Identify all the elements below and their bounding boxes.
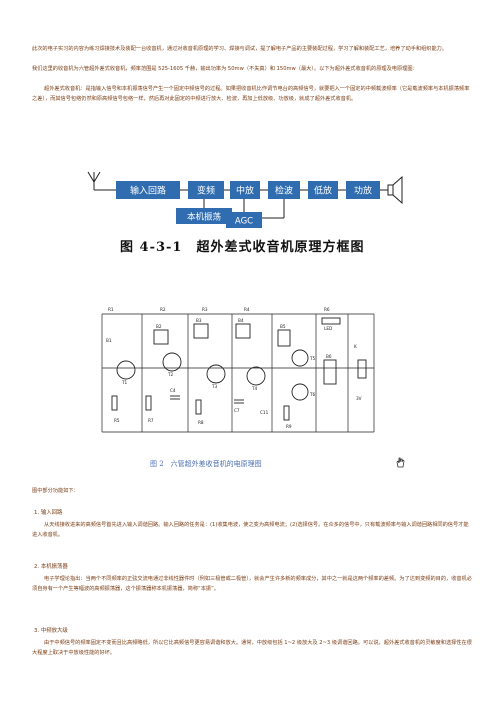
intro-paragraph-2: 我们这里的收音机为六管超外差式收音机，频率范围是 525-1605 千赫，输出功… xyxy=(32,66,418,72)
transistor-v1 xyxy=(116,360,136,380)
block-power-amp-label: 功放 xyxy=(354,185,372,197)
section-1-title: 1. 输入回路 xyxy=(34,510,63,516)
section-3-title: 3. 中频放大级 xyxy=(34,628,68,634)
label-r4: R4 xyxy=(244,307,250,312)
block-diagram-caption: 图 4-3-1 超外差式收音机原理方框图 xyxy=(120,240,365,255)
label-battery: 3V xyxy=(356,396,362,401)
block-power-amp: 功放 xyxy=(346,181,380,199)
label-b3: B3 xyxy=(196,318,202,323)
label-b2: B2 xyxy=(156,324,162,329)
block-if-amp-label: 中放 xyxy=(236,185,254,197)
label-r3: R3 xyxy=(202,307,208,312)
transformer-b5 xyxy=(277,329,291,347)
resistor-r3 xyxy=(195,399,202,415)
block-local-osc-label: 本机振荡 xyxy=(187,212,222,223)
label-c7: C7 xyxy=(234,408,240,413)
label-c4: C4 xyxy=(170,388,176,393)
label-b5: B5 xyxy=(280,324,286,329)
section-2-text: 电子学理论指出：当两个不同频率的正弦交流电通过非线性器件时（例如三极管或二极管）… xyxy=(32,576,472,592)
label-t1: T1 xyxy=(121,380,128,385)
label-r5: R5 xyxy=(114,418,120,423)
label-t3: T3 xyxy=(211,384,218,389)
parts-intro: 图中部分功能如下： xyxy=(32,488,79,494)
label-t5: T5 xyxy=(309,356,316,361)
speaker-icon xyxy=(357,359,367,379)
block-agc-label: AGC xyxy=(235,217,253,227)
section-3-text: 由于中频信号的频率固定不变而且比高频略低，所以它比高频信号更容易调谐和放大。通常… xyxy=(32,640,472,656)
label-t2: T2 xyxy=(167,372,174,377)
transistor-v4 xyxy=(246,366,266,386)
label-switch: K xyxy=(354,344,357,349)
block-input: 输入回路 xyxy=(116,181,180,199)
transistor-v3 xyxy=(206,364,226,384)
transformer-b2 xyxy=(153,329,169,345)
section-1-text: 从天线接收进来的高频信号首先进入输入调谐回路。输入回路的任务是：(1)收集电波，… xyxy=(32,522,469,538)
block-diagram: 输入回路 变频 中放 检波 低放 功放 本机振荡 AGC xyxy=(87,171,403,228)
circuit-components xyxy=(111,317,367,421)
intro-paragraph-3: 超外差式收音机：是指输入信号和本机振荡信号产生一个固定中频信号的过程。如果把收音… xyxy=(32,86,470,102)
block-mixer-label: 变频 xyxy=(197,185,215,197)
label-r7: R7 xyxy=(148,418,154,423)
transformer-b4 xyxy=(235,323,251,339)
resistor-r2 xyxy=(145,395,152,411)
resistor-r1 xyxy=(111,395,118,411)
transformer-b6 xyxy=(323,359,337,385)
block-input-label: 输入回路 xyxy=(130,185,166,197)
circuit-schematic: R1 R2 R3 R4 R6 R5 R7 R8 R9 T1 T2 T3 T4 T… xyxy=(101,307,375,433)
resistor-r4 xyxy=(283,405,290,421)
block-low-amp-label: 低放 xyxy=(314,185,332,197)
block-detector-label: 检波 xyxy=(275,185,293,197)
label-t4: T4 xyxy=(251,386,258,391)
transistor-v6 xyxy=(291,383,309,401)
speaker-icon xyxy=(380,175,403,205)
label-r1: R1 xyxy=(108,307,114,312)
label-t6: T6 xyxy=(309,392,316,397)
label-led: LED xyxy=(324,326,332,331)
transistor-v2 xyxy=(162,352,182,372)
label-r8: R8 xyxy=(198,420,204,425)
label-b1: B1 xyxy=(106,338,112,343)
circuit-caption: 图 2 六管超外差收音机的电原理图 xyxy=(150,460,262,468)
label-c11: C11 xyxy=(260,410,269,415)
block-low-amp: 低放 xyxy=(308,181,338,199)
label-b4: B4 xyxy=(238,318,244,323)
block-agc: AGC xyxy=(226,212,262,228)
circuit-wires xyxy=(101,313,375,433)
block-if-amp: 中放 xyxy=(230,181,260,199)
hand-cursor-icon xyxy=(396,457,405,468)
antenna-icon xyxy=(87,171,116,191)
transformer-b3 xyxy=(193,323,209,339)
section-2-title: 2. 本机振荡器 xyxy=(34,564,68,570)
block-local-osc: 本机振荡 xyxy=(176,208,232,224)
block-detector: 检波 xyxy=(268,181,300,199)
label-r2: R2 xyxy=(160,307,166,312)
label-r6: R6 xyxy=(324,307,330,312)
block-mixer: 变频 xyxy=(188,181,224,199)
intro-paragraph-1: 此次的电子实习的内容为练习焊接技术及装配一台收音机，通过对收音机原理的学习、焊接… xyxy=(32,46,448,52)
transistor-v5 xyxy=(291,349,309,367)
label-b6: B6 xyxy=(326,354,332,359)
label-r9: R9 xyxy=(286,424,292,429)
